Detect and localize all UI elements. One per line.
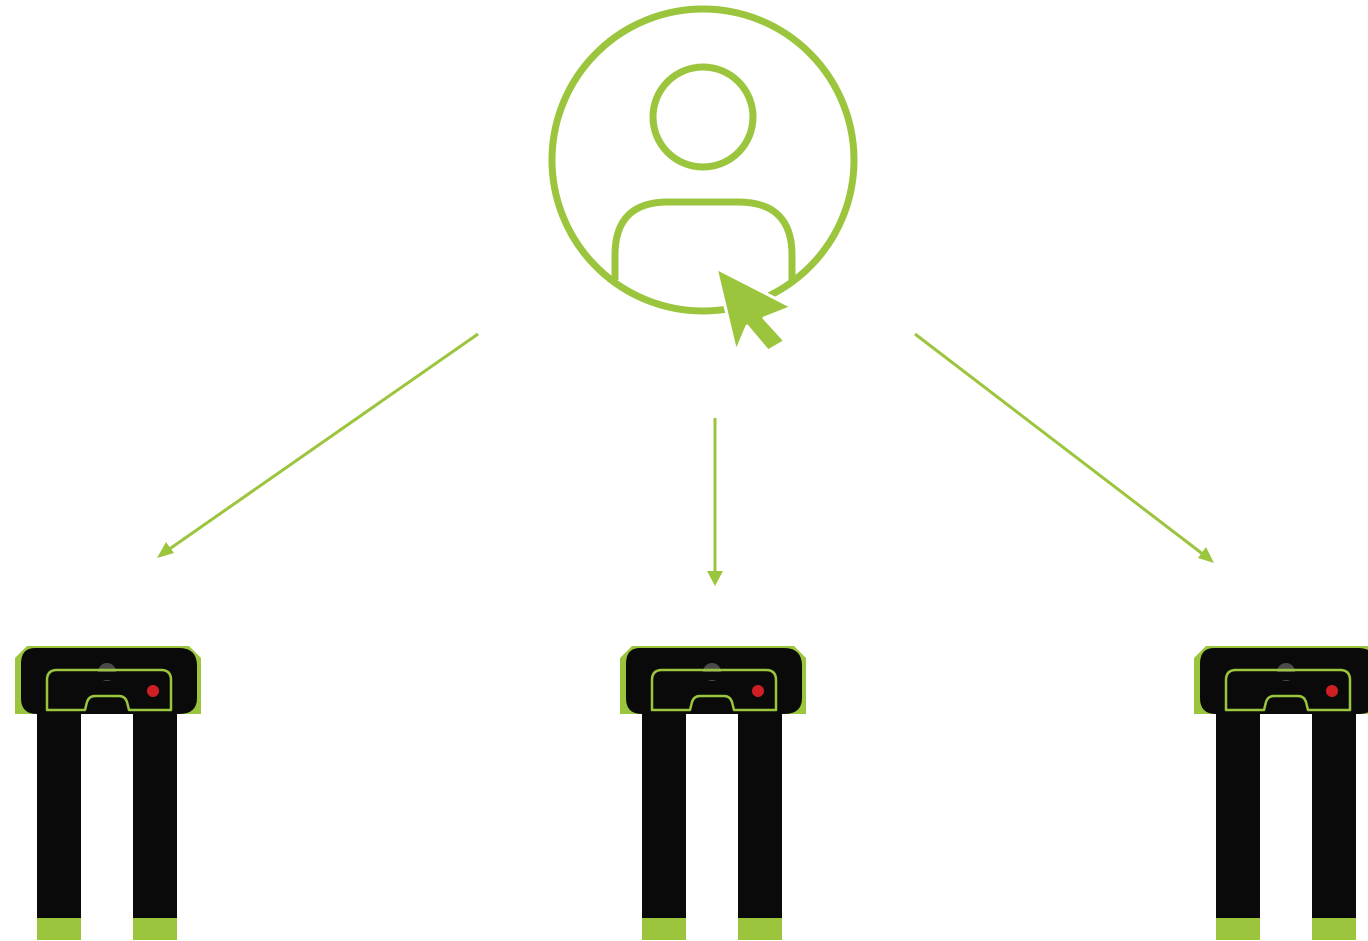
user-icon xyxy=(615,67,792,280)
fork-sensor-icon xyxy=(15,646,201,940)
device-center xyxy=(620,646,806,940)
user-head xyxy=(653,67,753,167)
connection-arrows xyxy=(157,334,1214,586)
cursor-icon xyxy=(716,268,792,352)
user-hub xyxy=(552,9,854,352)
device-right xyxy=(1194,646,1368,940)
arrow-to-right-device xyxy=(915,334,1214,563)
fork-sensor-icon xyxy=(620,646,806,940)
arrow-to-center-device xyxy=(707,418,723,586)
user-body xyxy=(615,202,792,280)
device-left xyxy=(15,646,201,940)
fork-sensor-icon xyxy=(1194,646,1368,940)
hub-ring xyxy=(552,9,854,311)
arrow-to-left-device xyxy=(157,334,478,558)
